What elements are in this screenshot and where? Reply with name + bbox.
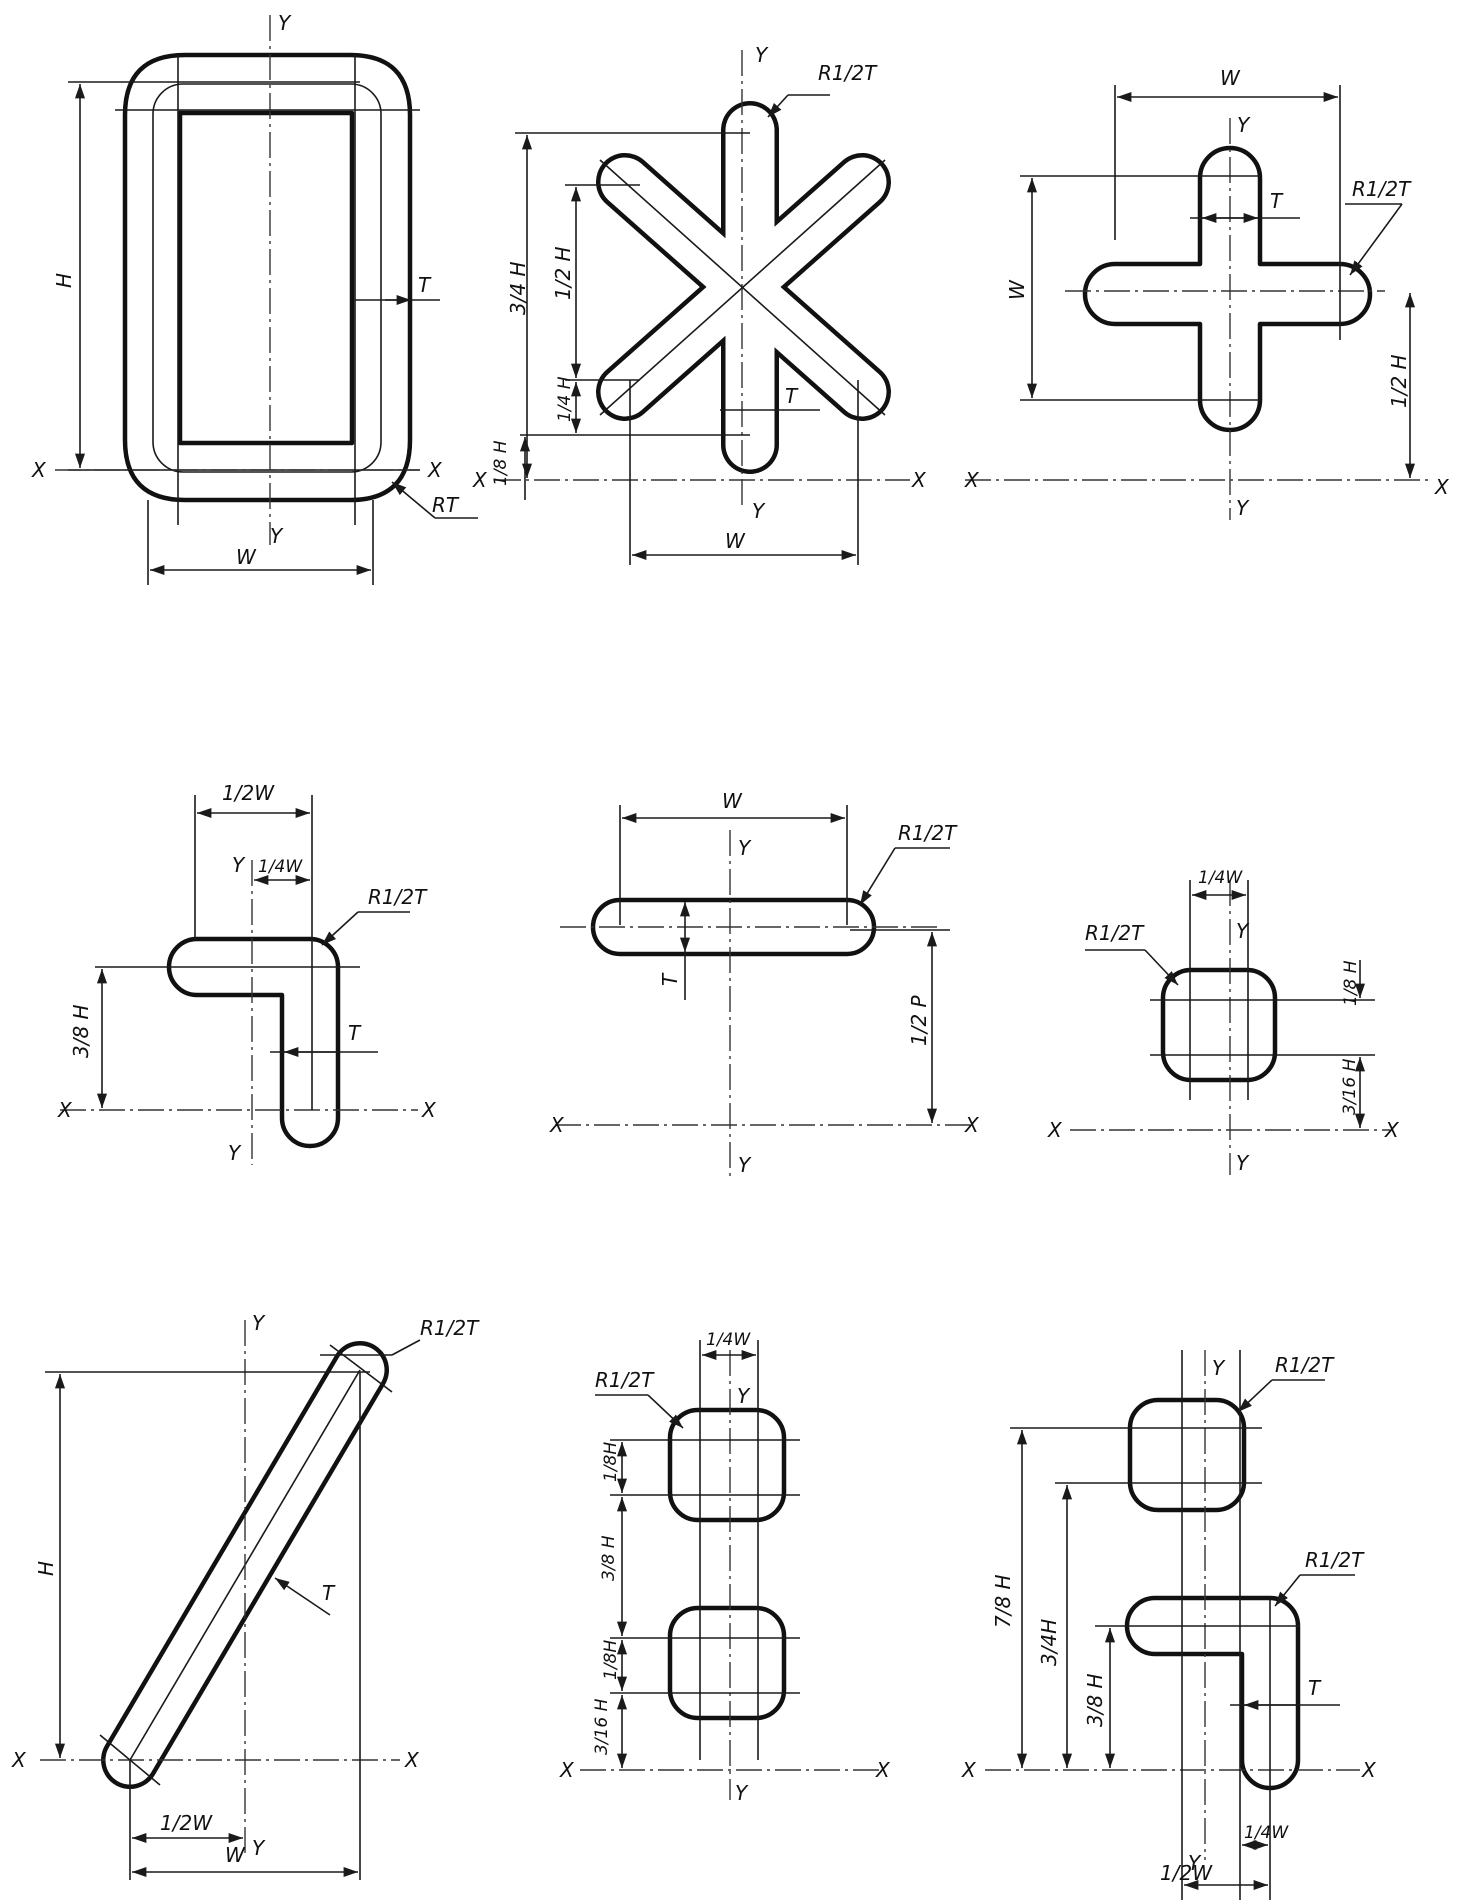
colon-eighth-h-bottom-label: 1/8H: [601, 1640, 621, 1680]
semicolon-x-left-label: X: [961, 1758, 977, 1782]
slash-radius-label: R1/2T: [420, 1316, 480, 1340]
slash-x-right-label: X: [404, 1748, 420, 1772]
colon-x-right-label: X: [875, 1758, 891, 1782]
l-shape-three-eighth-h-label: 3/8 H: [69, 1004, 93, 1058]
dot-eighth-h-label: 1/8 H: [1341, 960, 1361, 1006]
dot-y-top-label: Y: [1236, 919, 1250, 943]
figure-plus: W Y R1/2T T W 1/2 H X X Y: [964, 66, 1450, 520]
l-shape-y-bottom-label: Y: [228, 1141, 242, 1165]
slash-y-top-label: Y: [252, 1311, 266, 1335]
frame-x-left-label: X: [31, 458, 47, 482]
figure-semicolon: Y R1/2T 7/8 H 3/4H 3/8 H R1/2T T X X 1/4…: [961, 1350, 1377, 1900]
frame-y-bottom-label: Y: [270, 524, 284, 548]
semicolon-x-right-label: X: [1361, 1758, 1377, 1782]
slash-t-label: T: [322, 1581, 336, 1605]
l-shape-radius-label: R1/2T: [368, 885, 428, 909]
semicolon-half-w-label: 1/2W: [1160, 1861, 1213, 1885]
frame-h-label: H: [52, 273, 76, 288]
figure-dot: 1/4W Y R1/2T 1/8 H 3/16 H X X Y: [1047, 868, 1400, 1175]
dot-y-bottom-label: Y: [1236, 1151, 1250, 1175]
plus-radius-label: R1/2T: [1352, 177, 1412, 201]
frame-t-label: T: [418, 273, 432, 297]
plus-t-label: T: [1270, 189, 1284, 213]
asterisk-y-bottom-label: Y: [752, 499, 766, 523]
l-shape-x-left-label: X: [57, 1098, 73, 1122]
asterisk-x-right-label: X: [911, 468, 927, 492]
semicolon-quarter-w-label: 1/4W: [1244, 1823, 1289, 1843]
semicolon-y-bottom-label: Y: [1188, 1851, 1202, 1875]
semicolon-radius-bottom-label: R1/2T: [1305, 1548, 1365, 1572]
asterisk-three-quarter-h-label: 3/4 H: [506, 261, 530, 315]
dot-three-sixteenth-h-label: 3/16 H: [1340, 1058, 1360, 1115]
frame-rt-label: RT: [432, 493, 460, 517]
l-shape-half-w-label: 1/2W: [222, 781, 275, 805]
frame-w-label: W: [236, 545, 257, 569]
dot-radius-label: R1/2T: [1085, 921, 1145, 945]
dot-x-right-label: X: [1384, 1118, 1400, 1142]
dot-quarter-w-label: 1/4W: [1198, 868, 1243, 888]
dash-y-top-label: Y: [738, 836, 752, 860]
semicolon-three-eighth-h-label: 3/8 H: [1083, 1673, 1107, 1727]
frame-x-right-label: X: [427, 458, 443, 482]
l-shape-t-label: T: [348, 1021, 362, 1045]
asterisk-w-label: W: [725, 529, 746, 553]
semicolon-t-label: T: [1308, 1676, 1322, 1700]
slash-y-bottom-label: Y: [252, 1836, 266, 1860]
asterisk-half-h-label: 1/2 H: [551, 246, 575, 300]
figure-l-shape: 1/2W Y 1/4W R1/2T 3/8 H T X X Y: [57, 781, 437, 1165]
dash-x-left-label: X: [549, 1113, 565, 1137]
asterisk-y-top-label: Y: [755, 43, 769, 67]
dash-x-right-label: X: [964, 1113, 980, 1137]
dash-y-bottom-label: Y: [738, 1153, 752, 1177]
l-shape-x-right-label: X: [421, 1098, 437, 1122]
asterisk-eighth-h-label: 1/8 H: [491, 440, 511, 486]
dash-half-h-label: 1/2 P: [907, 994, 931, 1046]
slash-half-w-label: 1/2W: [160, 1811, 213, 1835]
plus-w-top-label: W: [1220, 66, 1241, 90]
colon-x-left-label: X: [559, 1758, 575, 1782]
semicolon-three-quarter-h-label: 3/4H: [1037, 1619, 1061, 1666]
colon-radius-label: R1/2T: [595, 1368, 655, 1392]
figure-rectangle-frame: Y H T X X RT W Y: [31, 11, 478, 585]
dash-radius-label: R1/2T: [898, 821, 958, 845]
colon-three-eighth-h-label: 3/8 H: [599, 1535, 619, 1581]
colon-three-sixteenth-h-label: 3/16 H: [592, 1698, 612, 1755]
figure-colon: 1/4W R1/2T Y 1/8H 3/8 H 1/8H 3/16 H X X …: [559, 1330, 891, 1805]
dash-t-label: T: [658, 972, 682, 986]
plus-w-side-label: W: [1005, 279, 1029, 300]
l-shape-y-top-label: Y: [232, 853, 246, 877]
l-shape-quarter-w-label: 1/4W: [258, 857, 303, 877]
asterisk-quarter-h-label: 1/4 H: [555, 376, 575, 422]
slash-h-label: H: [34, 1561, 58, 1576]
figure-asterisk: Y R1/2T 3/4 H 1/2 H 1/4 H 1/8 H T X X Y …: [472, 43, 927, 565]
plus-x-left-label: X: [964, 468, 980, 492]
semicolon-radius-top-label: R1/2T: [1275, 1353, 1335, 1377]
plus-half-h-label: 1/2 H: [1387, 354, 1411, 408]
plus-y-bottom-label: Y: [1236, 496, 1250, 520]
slash-w-label: W: [225, 1843, 246, 1867]
dash-w-label: W: [722, 789, 743, 813]
colon-quarter-w-label: 1/4W: [706, 1330, 751, 1350]
asterisk-radius-label: R1/2T: [818, 61, 878, 85]
plus-y-top-label: Y: [1237, 113, 1251, 137]
figure-dash: W Y R1/2T T 1/2 P X X Y: [549, 789, 980, 1180]
slash-x-left-label: X: [11, 1748, 27, 1772]
colon-eighth-h-top-label: 1/8H: [601, 1442, 621, 1482]
colon-y-bottom-label: Y: [735, 1781, 749, 1805]
dot-x-left-label: X: [1047, 1118, 1063, 1142]
figure-slash: Y R1/2T H T X X 1/2W Y W: [11, 1311, 480, 1880]
colon-y-top-label: Y: [737, 1384, 751, 1408]
plus-x-right-label: X: [1434, 475, 1450, 499]
semicolon-y-top-label: Y: [1212, 1356, 1226, 1380]
asterisk-t-label: T: [785, 384, 799, 408]
frame-y-top-label: Y: [278, 11, 292, 35]
asterisk-x-left-label: X: [472, 468, 488, 492]
semicolon-seven-eighth-h-label: 7/8 H: [991, 1574, 1015, 1628]
